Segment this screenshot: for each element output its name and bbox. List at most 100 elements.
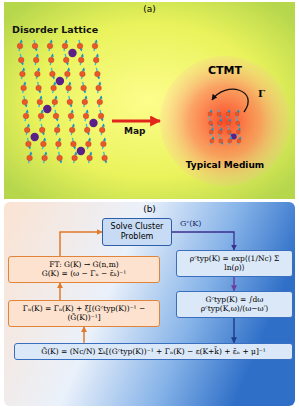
lattice-site <box>78 57 84 63</box>
panel-b-ground <box>4 202 295 406</box>
lattice-site <box>66 85 72 91</box>
impurity-dot <box>89 119 97 127</box>
spin-head <box>84 96 87 99</box>
lattice-site <box>53 113 59 119</box>
lattice-site <box>18 57 24 63</box>
equation-box: ρᶜtyp(K) = exp⟨(1/Nc) Σ ln(ρ)⟩ <box>176 250 293 277</box>
glow-disc <box>160 56 290 186</box>
equation-text: Gᶜtyp(K) = ∫dω ρᶜtyp(K,ω)/(ω−ω′) <box>181 295 288 314</box>
lattice-site <box>35 71 41 77</box>
lattice-site <box>41 141 47 147</box>
impurity-dot <box>43 105 51 113</box>
spin-head <box>20 40 23 43</box>
lattice-site <box>209 130 213 134</box>
lattice-site <box>42 155 48 161</box>
equation-text: Γₙ(K) = Γₙ(K) + ξ[(Gᶜtyp(K))⁻¹ − (Ḡ(K))⁻… <box>13 304 155 323</box>
spin-head <box>98 82 101 85</box>
lattice-site <box>219 139 223 143</box>
lattice-site <box>97 99 103 105</box>
spin-head <box>86 110 89 113</box>
lattice-site <box>71 141 77 147</box>
lattice-site <box>22 99 28 105</box>
lattice-site <box>48 57 54 63</box>
spin-head <box>103 138 106 141</box>
lattice-site <box>82 99 88 105</box>
impurity-dot <box>56 77 64 85</box>
lattice-site <box>47 43 53 49</box>
lattice-site <box>62 43 68 49</box>
lattice-site <box>210 139 214 143</box>
panel-label: (b) <box>4 202 295 214</box>
lattice-site <box>39 127 45 133</box>
equation-box: FT: G(K) → G(n,m)G(K) = (ω − Γₙ − ε̄ₖ)⁻¹ <box>8 256 160 283</box>
spin-head <box>26 110 29 113</box>
lattice-site <box>235 112 239 116</box>
lattice-site <box>236 121 240 125</box>
cluster-lattice <box>208 110 242 145</box>
lattice-site <box>236 130 240 134</box>
flow-arrow <box>60 232 102 256</box>
spin-head <box>54 96 57 99</box>
lattice-site <box>27 155 33 161</box>
flow-arrow <box>233 277 235 291</box>
circle-label: Typical Medium <box>186 160 264 170</box>
spin-head <box>82 68 85 71</box>
lattice-site <box>17 43 23 49</box>
spin-head <box>27 124 30 127</box>
spin-head <box>58 138 61 141</box>
spin-head <box>65 40 68 43</box>
lattice-site <box>69 127 75 133</box>
spin-head <box>51 54 54 57</box>
lattice-site <box>218 121 222 125</box>
medium-circle: CTMT Typical Medium <box>160 56 290 186</box>
lattice-site <box>72 155 78 161</box>
spin-head <box>96 54 99 57</box>
spin-head <box>81 54 84 57</box>
lattice-site <box>102 155 108 161</box>
process-box: Solve Cluster Problem <box>102 218 172 246</box>
lattice-site <box>96 85 102 91</box>
lattice-site <box>26 141 32 147</box>
spin-head <box>99 96 102 99</box>
panel-a-ground <box>4 2 295 199</box>
spin-head <box>71 110 74 113</box>
lattice-site <box>52 99 58 105</box>
spin-head <box>68 82 71 85</box>
spin-head <box>74 152 77 155</box>
spin-head <box>41 110 44 113</box>
lattice-site <box>36 85 42 91</box>
lattice-site <box>84 127 90 133</box>
equation-box: Gᶜtyp(K) = ∫dω ρᶜtyp(K,ω)/(ω−ω′) <box>176 291 293 318</box>
disorder-lattice <box>17 40 107 163</box>
spin-head <box>36 54 39 57</box>
lattice-site <box>50 71 56 77</box>
lattice-site <box>81 85 87 91</box>
panel-region: (a)Disorder LatticeCTMTTypical Medium <box>4 2 295 199</box>
spin-head <box>89 152 92 155</box>
lattice-site <box>24 127 30 133</box>
lattice-site <box>217 112 221 116</box>
edge-label: Gᶜ(K) <box>180 219 201 228</box>
lattice-site <box>87 155 93 161</box>
equation-text: Ḡ(K) = (Nc/N) Σₖ[(Gᶜtyp(K))⁻¹ + Γₙ(K) − … <box>19 347 288 356</box>
flow-arrow <box>83 327 85 343</box>
spin-head <box>95 40 98 43</box>
lattice-site <box>20 71 26 77</box>
spin-head <box>22 68 25 71</box>
equation-text: FT: G(K) → G(n,m) <box>13 260 155 269</box>
circle-label: CTMT <box>208 64 242 77</box>
lattice-site <box>80 71 86 77</box>
lattice-site <box>227 121 231 125</box>
lattice-site <box>65 71 71 77</box>
flow-arrow <box>59 283 61 300</box>
lattice-site <box>68 113 74 119</box>
edge-label: Map <box>124 126 145 136</box>
lattice-site <box>99 127 105 133</box>
lattice-site <box>237 139 241 143</box>
spin-head <box>72 124 75 127</box>
lattice-site <box>23 113 29 119</box>
flow-arrow <box>233 318 235 343</box>
lattice-site <box>208 112 212 116</box>
lattice-site <box>228 139 232 143</box>
